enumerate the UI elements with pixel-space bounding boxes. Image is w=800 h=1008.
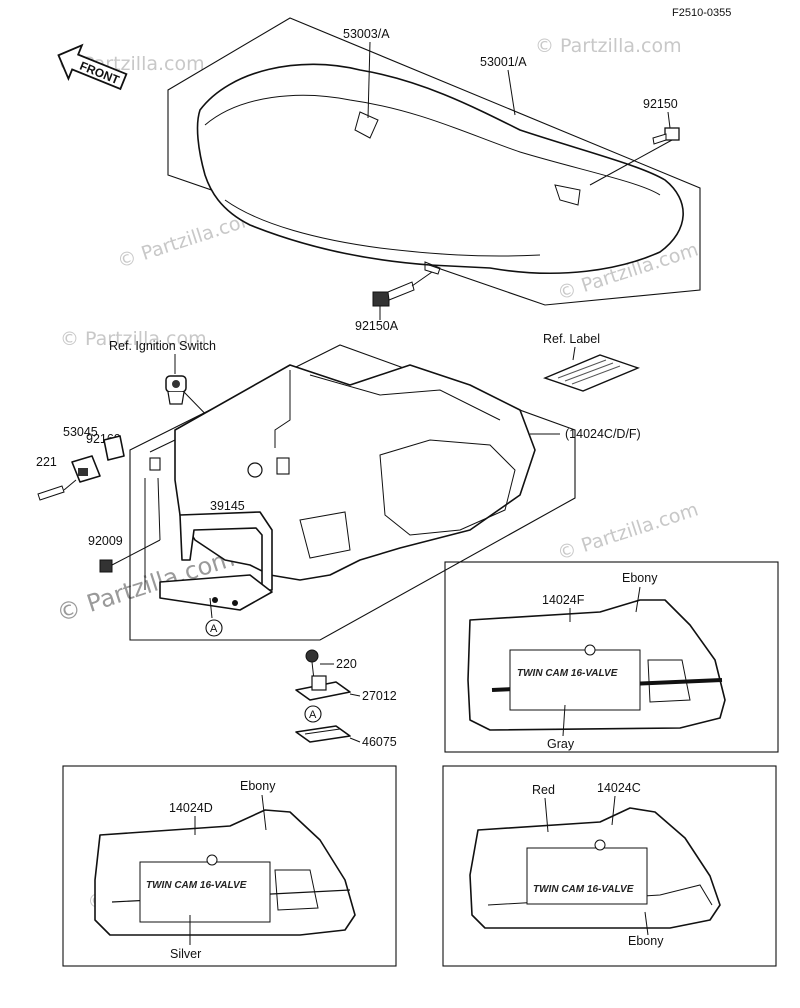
latch-27012 <box>295 675 351 701</box>
figure-code: F2510-0355 <box>672 7 731 19</box>
label-92150: 92150 <box>643 97 678 111</box>
variant-f-part: 14024F <box>542 593 585 607</box>
variant-d-part: 14024D <box>169 801 213 815</box>
variant-14024f: TWIN CAM 16-VALVE Ebony 14024F Gray <box>444 561 779 753</box>
variant-d-color-bottom: Silver <box>170 947 201 961</box>
watermark: © Partzilla.com <box>60 328 207 350</box>
grommet-92160 <box>103 435 125 461</box>
label-ref-label: Ref. Label <box>543 332 600 346</box>
decal-d: TWIN CAM 16-VALVE <box>146 880 247 891</box>
seat <box>196 63 684 275</box>
seat-cowl <box>149 364 536 581</box>
variant-c-color-bottom: Ebony <box>628 934 664 948</box>
clip-53045 <box>71 455 101 483</box>
variant-f-color-bottom: Gray <box>547 737 575 751</box>
label-39145: 39145 <box>210 499 245 513</box>
label-ref-ignition: Ref. Ignition Switch <box>109 339 216 353</box>
label-221: 221 <box>36 455 57 469</box>
label-27012: 27012 <box>362 689 397 703</box>
label-53003a: 53003/A <box>343 27 390 41</box>
label-53001a: 53001/A <box>480 55 527 69</box>
variant-c-color-top: Red <box>532 783 555 797</box>
ref-a-mark: A <box>210 623 218 635</box>
label-53045: 53045 <box>63 425 98 439</box>
label-cowl-14024: (14024C/D/F) <box>565 427 641 441</box>
variant-14024d: TWIN CAM 16-VALVE Ebony 14024D Silver <box>62 765 397 967</box>
label-46075: 46075 <box>362 735 397 749</box>
bolt-221 <box>37 479 77 501</box>
watermark: © Partzilla.com <box>555 499 701 565</box>
variant-c-part: 14024C <box>597 781 641 795</box>
decal-c: TWIN CAM 16-VALVE <box>533 884 634 895</box>
bolt-92150 <box>589 127 680 186</box>
label-220: 220 <box>336 657 357 671</box>
watermark: © Partzilla.com <box>535 35 682 57</box>
latch-plate-46075 <box>295 725 351 743</box>
label-92150a: 92150A <box>355 319 399 333</box>
seat-group-frame <box>167 17 701 306</box>
variant-f-color-top: Ebony <box>622 571 658 585</box>
decal-f: TWIN CAM 16-VALVE <box>517 668 618 679</box>
handle-39145: A <box>159 511 273 637</box>
ref-label-decal <box>543 354 640 392</box>
bolt-92009 <box>99 539 161 573</box>
ref-a-mark-latch: A <box>309 709 317 721</box>
label-92009: 92009 <box>88 534 123 548</box>
cowl-group-frame <box>129 344 576 641</box>
variant-d-color-top: Ebony <box>240 779 276 793</box>
bolt-92150a <box>372 271 433 307</box>
variant-14024c: TWIN CAM 16-VALVE Red 14024C Ebony <box>442 765 777 967</box>
